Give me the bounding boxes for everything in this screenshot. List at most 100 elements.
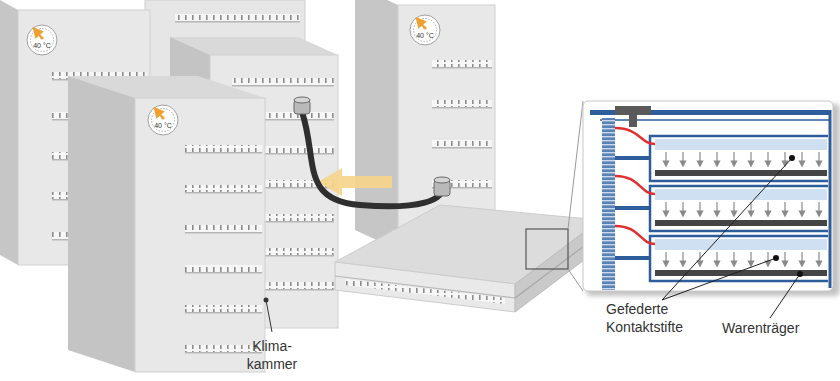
carrier-level <box>767 252 768 264</box>
carrier-level <box>716 252 717 264</box>
leader-line <box>662 258 776 300</box>
carrier-level <box>615 226 828 281</box>
thermometer-gauge <box>410 15 440 45</box>
carrier-level <box>716 152 717 164</box>
leader-line <box>264 298 269 303</box>
carrier-level <box>655 139 827 150</box>
carrier-level <box>666 152 819 164</box>
climate-chamber <box>185 312 262 314</box>
climate-chamber <box>432 140 492 147</box>
carrier-level <box>615 226 655 244</box>
carrier-level <box>615 206 650 210</box>
detail-inset <box>583 101 840 318</box>
carrier-level <box>784 152 785 164</box>
climate-chamber <box>185 272 262 274</box>
climate-chamber <box>432 107 492 109</box>
carrier-level <box>699 202 700 214</box>
gauge-reading: 40 °C <box>148 122 178 130</box>
thermometer-gauge <box>27 25 57 55</box>
climate-chamber <box>432 147 492 149</box>
carrier-level <box>733 152 734 164</box>
thermometer-gauge <box>161 116 164 119</box>
carrier-level <box>682 152 683 164</box>
part-label: Warenträger <box>722 319 822 337</box>
climate-chamber <box>175 21 300 23</box>
carrier-level <box>666 252 819 264</box>
climate-chamber <box>68 76 265 372</box>
carrier-level <box>665 202 666 214</box>
leader-dot <box>789 155 795 161</box>
leader-dot <box>797 271 803 277</box>
connection-cable <box>434 177 450 183</box>
carrier-drawer <box>335 276 515 298</box>
carrier-level <box>615 176 655 194</box>
carrier-level <box>784 202 785 214</box>
zoom-lines <box>568 101 583 291</box>
gauge-reading: 40 °C <box>410 32 440 40</box>
carrier-level <box>655 170 827 176</box>
carrier-level <box>767 202 768 214</box>
carrier-level <box>750 152 751 164</box>
connection-cable <box>302 112 442 206</box>
carrier-level <box>818 202 819 214</box>
detail-inset <box>829 110 832 288</box>
detail-inset <box>602 118 615 290</box>
thermometer-gauge <box>410 15 440 45</box>
gauge-reading: 40 °C <box>27 42 57 50</box>
thermometer-gauge <box>40 36 43 39</box>
thermometer-gauge <box>27 25 57 55</box>
zoom-lines <box>568 269 583 291</box>
carrier-level <box>615 256 650 260</box>
detail-inset <box>615 106 651 115</box>
part-label: Gefederte Kontaktstifte <box>606 300 702 336</box>
thermometer-gauge <box>148 105 178 135</box>
carrier-level <box>665 252 666 264</box>
carrier-level <box>818 152 819 164</box>
climate-chamber <box>68 76 135 372</box>
carrier-level <box>699 152 700 164</box>
leader-line <box>264 298 273 333</box>
carrier-level <box>615 128 828 181</box>
climate-chamber <box>185 305 262 312</box>
detail-inset <box>583 101 833 291</box>
zoom-lines <box>568 101 583 229</box>
carrier-level <box>650 186 828 231</box>
connection-cable <box>294 97 450 206</box>
carrier-drawer <box>526 229 568 269</box>
climate-chamber <box>232 85 334 87</box>
carrier-level <box>682 202 683 214</box>
leader-line <box>266 300 272 332</box>
climate-chamber <box>0 0 18 265</box>
carrier-level <box>801 252 802 264</box>
climate-chamber <box>185 232 262 234</box>
climate-chamber <box>185 145 262 152</box>
climate-chamber <box>185 185 262 192</box>
carrier-level <box>716 202 717 214</box>
climate-chamber <box>185 152 262 154</box>
carrier-level <box>615 156 650 160</box>
climate-chamber <box>185 265 262 272</box>
climate-chamber <box>232 78 334 85</box>
climate-chamber <box>185 192 262 194</box>
leader-line <box>770 274 800 318</box>
leader-line <box>662 158 800 318</box>
carrier-level <box>682 252 683 264</box>
carrier-drawer <box>345 279 505 304</box>
climate-chamber <box>185 345 262 352</box>
carrier-level <box>784 252 785 264</box>
carrier-drawer <box>335 262 515 312</box>
detail-inset <box>629 115 637 127</box>
climate-chamber <box>355 0 398 250</box>
carrier-level <box>655 239 827 250</box>
climate-chamber <box>135 98 265 372</box>
thermometer-gauge <box>148 105 178 135</box>
leader-dot <box>773 155 803 277</box>
carrier-level <box>650 236 828 281</box>
carrier-level <box>650 136 828 181</box>
carrier-level <box>615 176 828 231</box>
carrier-level <box>750 252 751 264</box>
carrier-level <box>615 128 655 144</box>
climate-chamber <box>175 14 300 21</box>
carrier-level <box>818 252 819 264</box>
